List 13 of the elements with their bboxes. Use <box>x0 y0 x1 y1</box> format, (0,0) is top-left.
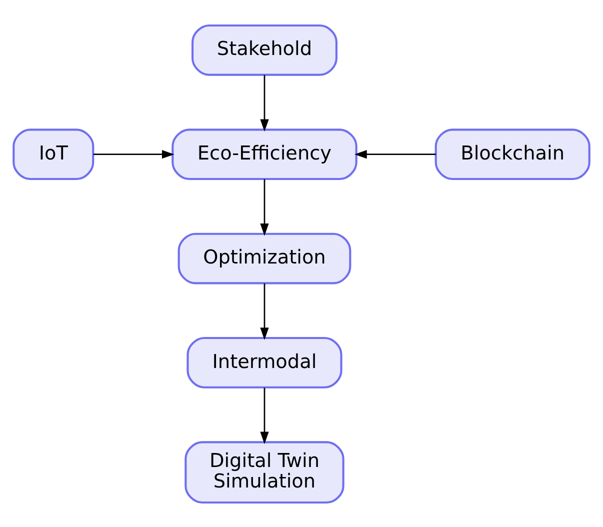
node-box: IoT <box>12 128 94 180</box>
arrow <box>260 178 269 236</box>
node-box: Intermodal <box>186 336 342 388</box>
node-box: Eco-Efficiency <box>172 128 358 180</box>
arrow <box>354 150 436 158</box>
arrow <box>260 282 269 340</box>
arrow <box>260 387 269 444</box>
arrow <box>260 74 269 132</box>
node-box: Digital Twin Simulation <box>184 440 344 504</box>
arrow <box>93 150 174 158</box>
node-box: Stakehold <box>192 24 338 76</box>
node-box: Optimization <box>178 232 352 284</box>
node-box: Blockchain <box>434 128 590 180</box>
